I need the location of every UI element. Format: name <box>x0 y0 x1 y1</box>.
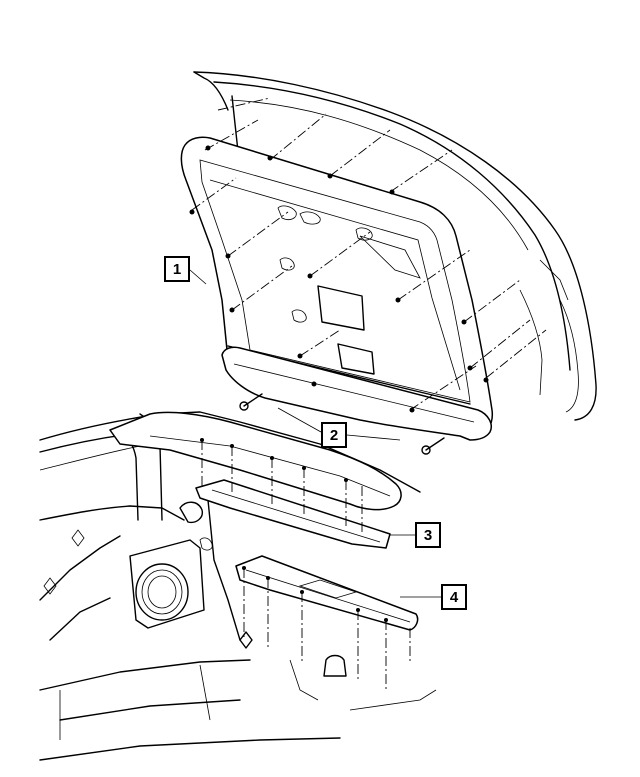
callout-4: 4 <box>441 584 467 610</box>
header-trim-panel <box>109 411 402 549</box>
fastener-leader-lines <box>191 97 547 411</box>
fasteners <box>189 145 489 455</box>
callout-3: 3 <box>415 522 441 548</box>
callout-2: 2 <box>321 422 347 448</box>
callout-leaders <box>189 269 441 598</box>
callout-1: 1 <box>164 256 190 282</box>
scuff-plate <box>235 555 419 690</box>
liftgate-lower-trim <box>221 346 492 441</box>
